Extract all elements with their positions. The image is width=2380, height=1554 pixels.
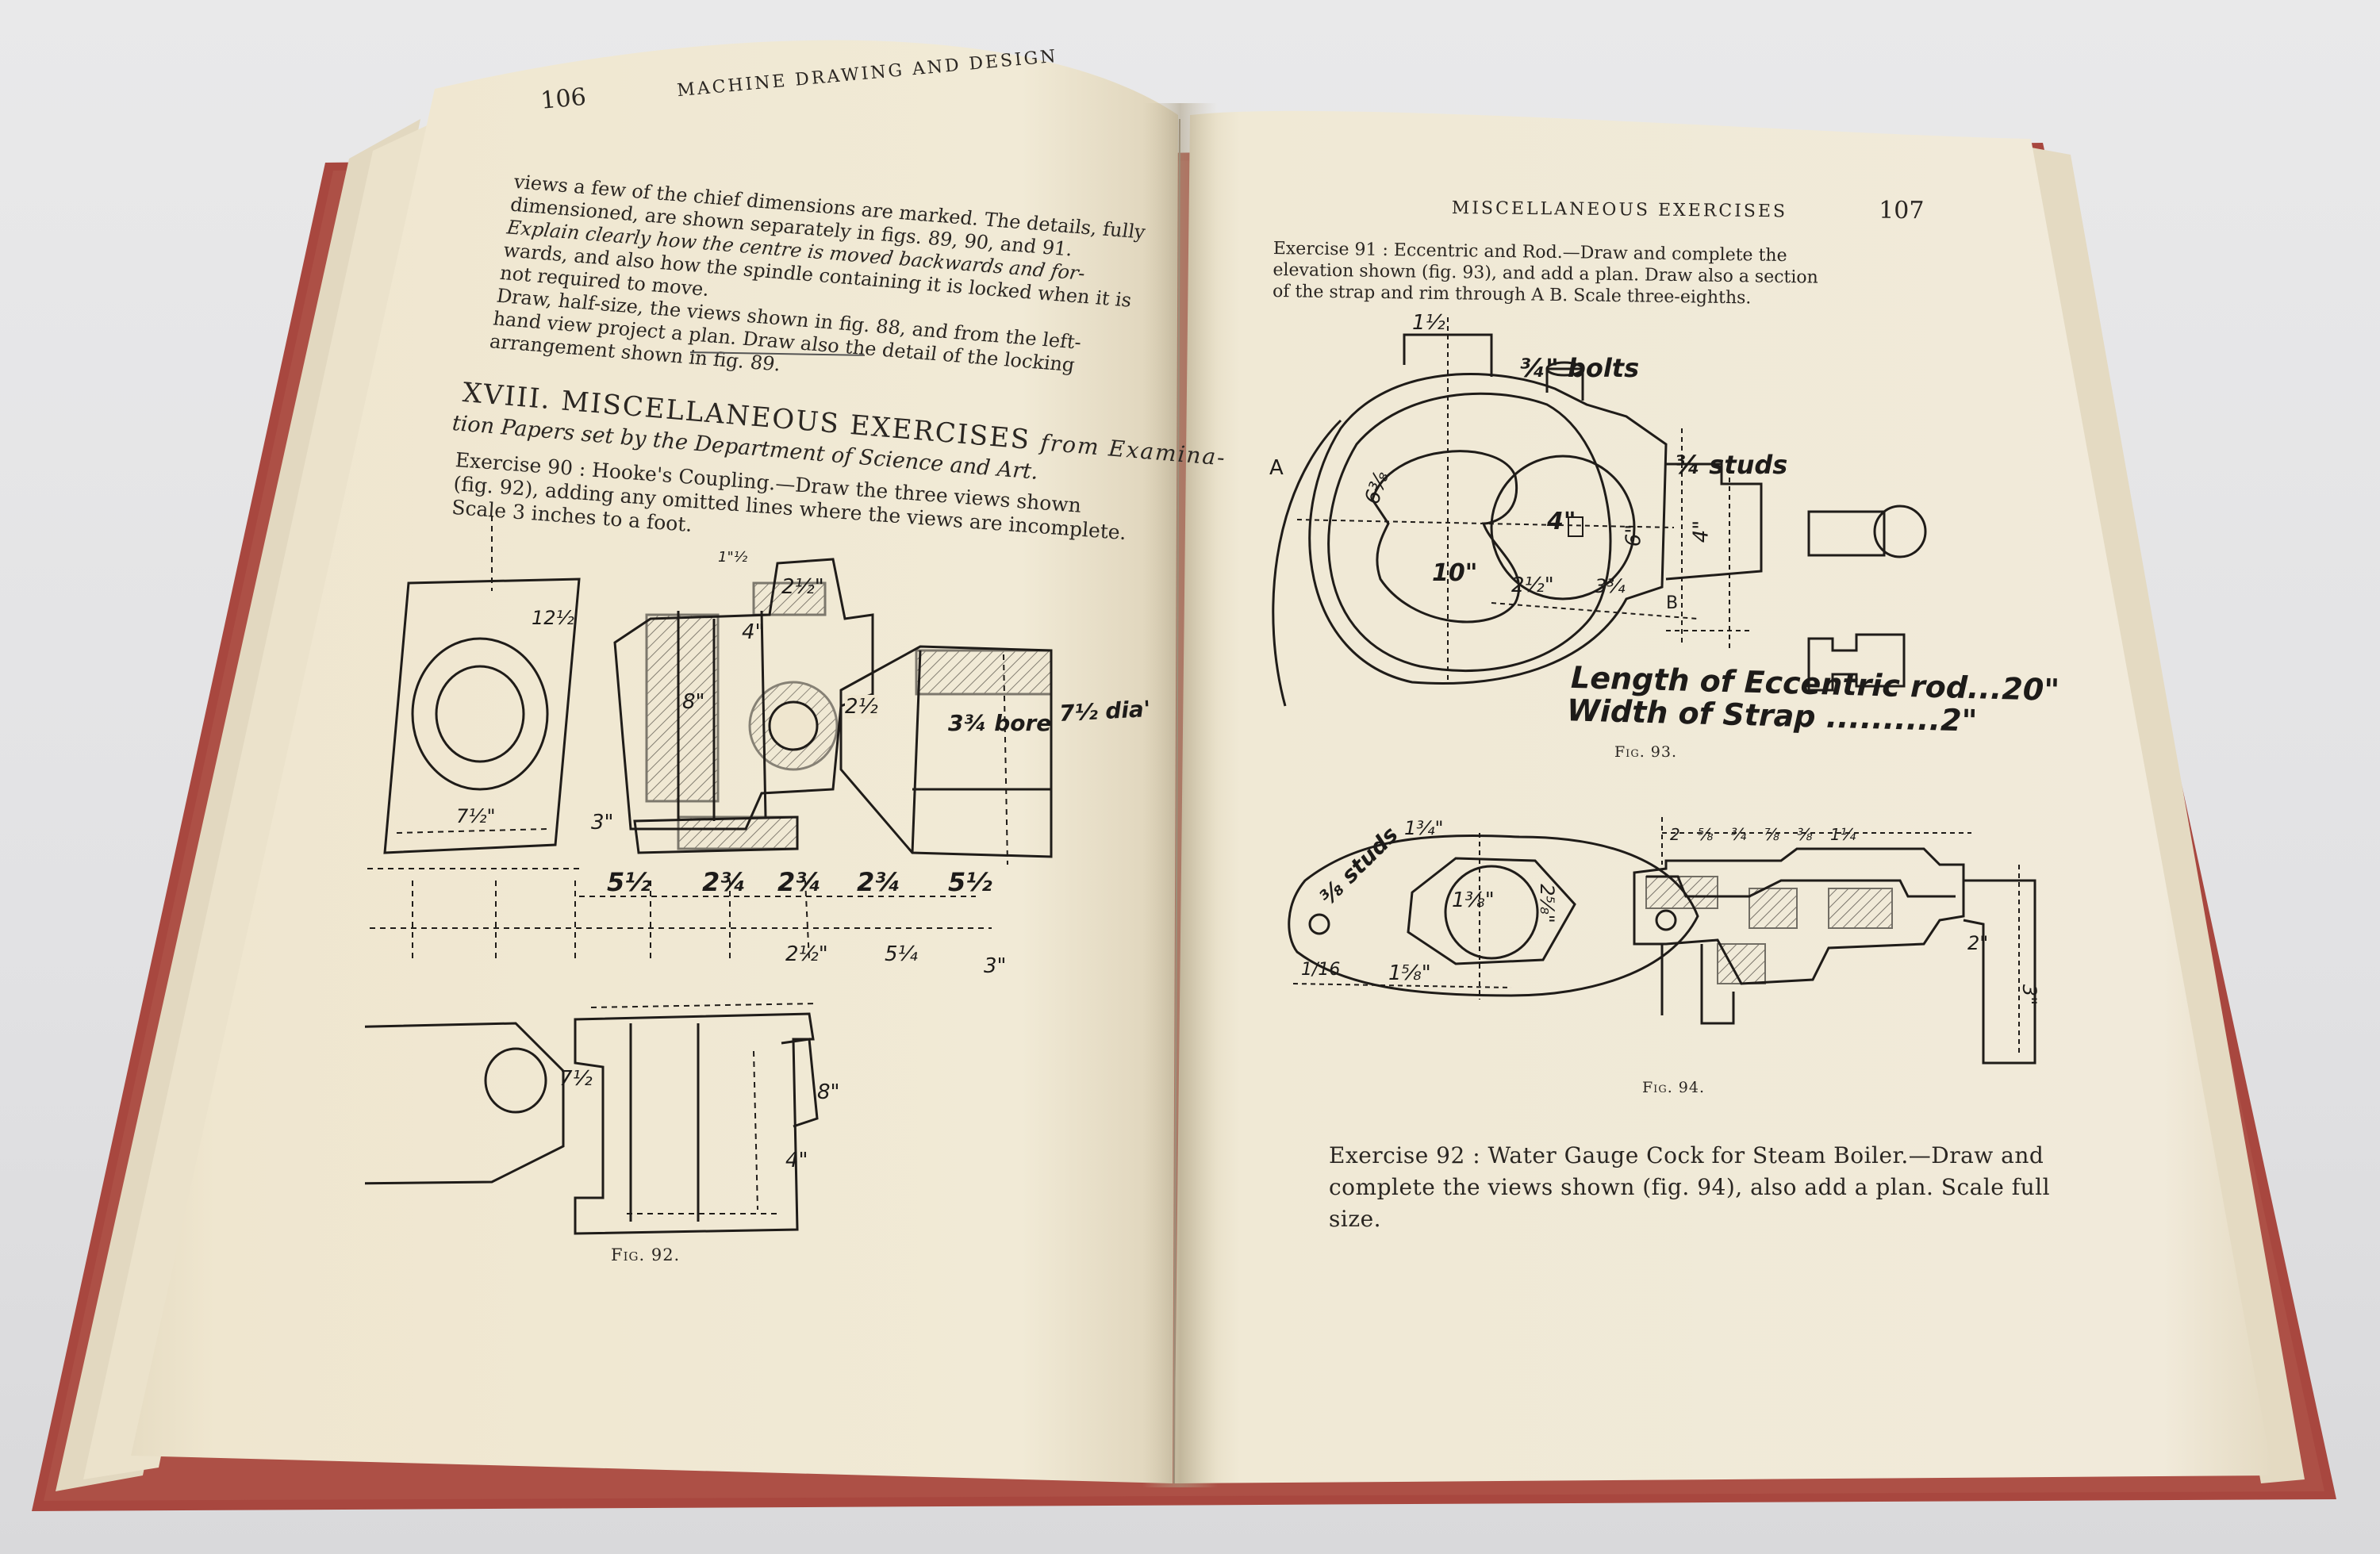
fig94-d1-16: 1/16 <box>1301 960 1341 980</box>
fig93-studs-note: ¾ studs <box>1674 450 1788 480</box>
dim-5half-r: 5½ <box>948 867 992 897</box>
bottom-view-body <box>574 1012 815 1235</box>
fig93-d10: 10" <box>1432 559 1478 587</box>
end-view-plate <box>383 577 581 854</box>
dim-4b: 4" <box>785 1149 808 1172</box>
dim-2half-top: 2½" <box>781 575 824 599</box>
dim-8b: 8" <box>817 1080 840 1104</box>
end-view-ring-inner <box>435 665 525 763</box>
fig93-d3q: 3¾ <box>1595 575 1626 597</box>
figure-93-drawing <box>1272 317 1927 707</box>
fig-93-caption: Fig. 93. <box>1614 743 1677 761</box>
dia-note: 7½ dia' <box>1058 696 1152 727</box>
hex-nut <box>1407 857 1576 965</box>
fig93-d22: 2½" <box>1511 574 1554 597</box>
dim-2-3q-b: 2¾ <box>777 867 822 897</box>
figure-94-drawing <box>1288 817 2036 1065</box>
fig94-d1-3q: 1¾" <box>1404 817 1444 839</box>
text-line: size. <box>1329 1206 1382 1232</box>
dim-2-3q-a: 2¾ <box>702 867 747 897</box>
fig93-d6: 6" <box>1622 524 1646 547</box>
gauge-handle <box>1963 879 2036 1065</box>
figure-92-drawing <box>365 516 1053 1235</box>
fig94-d1-3-8: 1⅜" <box>1452 888 1495 912</box>
fig93-d4: 4" <box>1547 508 1576 535</box>
exercise-92-text: Exercise 92 : Water Gauge Cock for Steam… <box>1329 1140 2075 1235</box>
dim-1half: 1"½ <box>718 549 748 566</box>
coupling-fork <box>839 645 1053 858</box>
cock-body-section <box>1633 847 1965 985</box>
fig-92-caption: Fig. 92. <box>611 1245 681 1264</box>
rod-end-detail <box>1807 510 1886 557</box>
bore-note: 3¾ bore <box>948 710 1052 736</box>
dim-7half-a: 7½" <box>456 805 496 827</box>
dim-3b: 3" <box>984 954 1007 978</box>
fig94-d2-5-8: 2⅝" <box>1535 884 1558 923</box>
right-page-header: MISCELLANEOUS EXERCISES 107 <box>1451 192 1925 225</box>
eccentric-strap <box>1308 373 1668 685</box>
boss-bore <box>768 700 819 751</box>
dim-12half: 12½ <box>532 607 574 629</box>
dim-7half-b: 7½ <box>559 1067 593 1091</box>
fig93-label-b: B <box>1666 593 1679 613</box>
fig93-label-a: A <box>1269 456 1284 480</box>
dim-3: 3" <box>591 811 614 835</box>
dim-5q: 5¼ <box>885 942 918 966</box>
text-line: complete the views shown (fig. 94), also… <box>1329 1174 2051 1200</box>
fig94-d3: 3" <box>2018 984 2041 1006</box>
fig93-top-dim: 1½ <box>1412 311 1445 335</box>
fig-94-caption: Fig. 94. <box>1642 1079 1705 1096</box>
rod-section-detail <box>1807 633 1906 692</box>
text-line: Exercise 92 : Water Gauge Cock for Steam… <box>1329 1142 2044 1168</box>
shaft-circle <box>1490 455 1636 600</box>
exercise-91-text: Exercise 91 : Eccentric and Rod.—Draw an… <box>1273 238 1924 311</box>
end-view-ring-outer <box>411 637 549 791</box>
eccentric-web <box>1371 450 1521 624</box>
dim-2half-bore: 2½ <box>845 695 878 719</box>
dim-5half-l: 5½ <box>607 867 651 897</box>
fig94-dims-top: 2 ⅝ ¾ ⅞ ⅜ 1¼ <box>1670 825 1856 844</box>
stud-lug <box>1665 462 1763 581</box>
dim-2-3q-c: 2¾ <box>857 867 901 897</box>
right-page <box>1174 110 2273 1483</box>
dim-4: 4" <box>742 620 765 644</box>
fig93-bolts-note: ¾" bolts <box>1519 353 1640 383</box>
right-page-number: 107 <box>1879 196 1925 225</box>
bottom-view-plate <box>365 1022 565 1185</box>
left-page-number: 106 <box>539 82 588 115</box>
dim-2half-b: 2½" <box>785 942 828 966</box>
fig94-d2: 2" <box>1967 932 1989 954</box>
fig94-d1-5-8: 1⅝" <box>1388 961 1431 985</box>
dim-8: 8" <box>682 690 705 714</box>
right-running-header: MISCELLANEOUS EXERCISES <box>1451 198 1788 222</box>
fig93-d4b: 4" <box>1689 520 1714 543</box>
